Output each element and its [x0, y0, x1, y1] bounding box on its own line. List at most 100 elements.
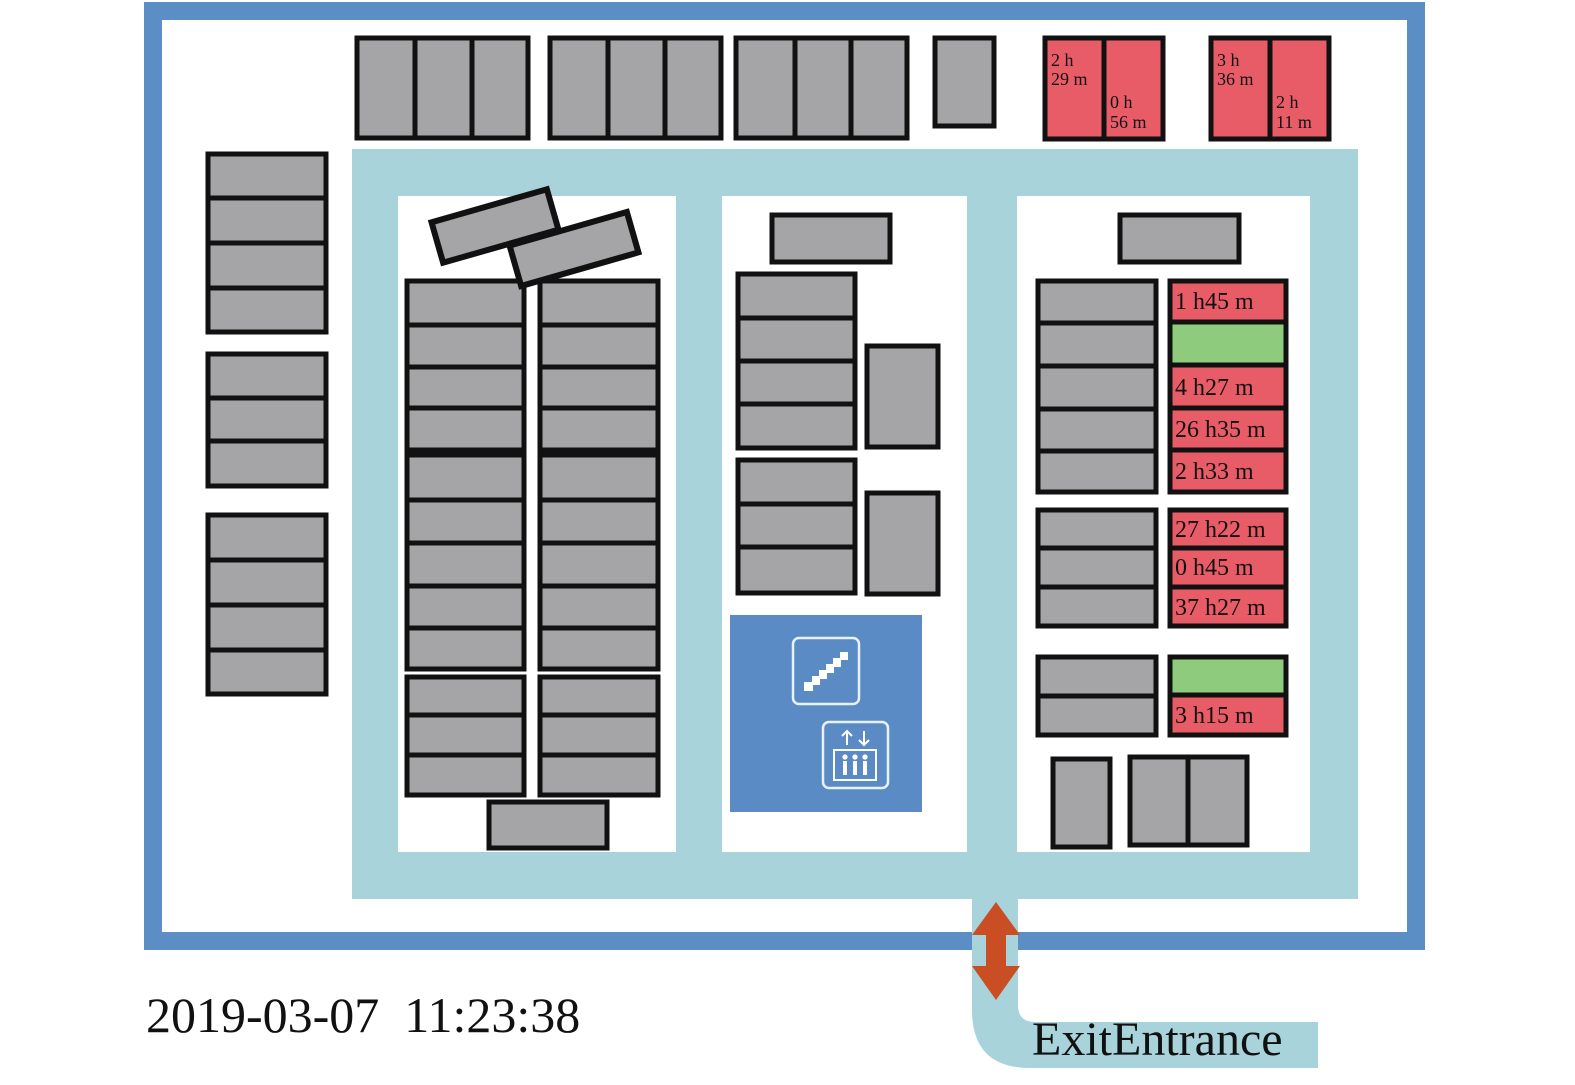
parking-stall: [205, 602, 329, 653]
parking-stall: [469, 35, 531, 141]
parking-stall: [537, 405, 661, 453]
parking-stall: [1167, 692, 1289, 738]
parking-stall: [505, 208, 643, 290]
parking-stall: [205, 151, 329, 201]
parking-stall: [205, 438, 329, 489]
aisle-mid-2: [967, 149, 1017, 899]
aisle-top: [352, 149, 1358, 196]
parking-stall: [427, 185, 563, 267]
parking-stall: [1035, 363, 1159, 412]
parking-stall: [1042, 35, 1107, 142]
parking-stall: [404, 752, 527, 798]
parking-stall: [733, 35, 798, 141]
parking-stall: [1035, 448, 1159, 495]
parking-stall: [605, 35, 668, 141]
parking-stall: [1185, 754, 1250, 848]
parking-stall: [205, 395, 329, 444]
parking-stall: [404, 278, 527, 328]
parking-stall: [735, 457, 858, 507]
parking-stall: [864, 490, 941, 597]
parking-stall: [404, 364, 527, 411]
parking-stall: [662, 35, 724, 141]
parking-stall: [537, 364, 661, 411]
aisle-network: [352, 149, 1358, 1068]
parking-stall: [735, 401, 858, 451]
parking-stall: [1167, 278, 1289, 325]
parking-stall: [537, 712, 661, 758]
stall-duration-label: 26 h35 m: [1175, 417, 1266, 443]
parking-stall: [404, 674, 527, 718]
parking-stall: [537, 625, 661, 672]
parking-stall: [537, 752, 661, 798]
parking-stall: [1035, 654, 1159, 699]
parking-stall: [1035, 584, 1159, 629]
parking-stall: [735, 501, 858, 550]
parking-stall: [792, 35, 854, 141]
parking-stall: [205, 285, 329, 335]
parking-stall: [205, 195, 329, 246]
parking-stall: [769, 212, 893, 265]
parking-stall: [205, 647, 329, 697]
parking-stall: [537, 583, 661, 631]
parking-stall: [1167, 447, 1289, 495]
stall-duration-label: 27 h22 m: [1175, 517, 1266, 543]
parking-stall: [1035, 406, 1159, 454]
stall-duration-label: 0 h45 m: [1175, 555, 1254, 581]
rotated-stalls: [427, 185, 643, 290]
parking-stall: [537, 322, 661, 370]
parking-stall: [735, 271, 858, 321]
aisle-bottom: [352, 852, 1358, 899]
aisle-left: [352, 149, 398, 899]
parking-stall: [1035, 693, 1159, 738]
stall-duration-label: 2 h33 m: [1175, 459, 1254, 485]
parking-stall: [1035, 320, 1159, 369]
stall-duration-label: 3 h15 m: [1175, 703, 1254, 729]
parking-stall: [735, 315, 858, 364]
parking-stall: [547, 35, 611, 141]
parking-stall: [1035, 507, 1159, 551]
parking-stall: [1127, 754, 1191, 848]
parking-stall: [404, 583, 527, 631]
parking-stall: [1050, 756, 1113, 850]
parking-stall: [537, 497, 661, 546]
parking-stall: [205, 351, 329, 401]
parking-stall: [848, 35, 910, 141]
parking-stall: [404, 540, 527, 589]
parking-stall: [537, 674, 661, 718]
parking-stall: [1167, 654, 1289, 698]
parking-stall: [864, 343, 941, 450]
parking-stall: [404, 322, 527, 370]
parking-stall: [205, 512, 329, 563]
parking-stall: [1167, 584, 1289, 629]
parking-stall: [486, 799, 610, 851]
stall-duration-label: 1 h45 m: [1175, 289, 1254, 315]
parking-stall: [205, 557, 329, 608]
elevator-icon: [821, 720, 890, 790]
parking-stall: [537, 540, 661, 589]
parking-stall: [537, 452, 661, 503]
aisle-mid-1: [676, 149, 722, 899]
parking-stall: [1208, 35, 1273, 142]
parking-stall: [1035, 545, 1159, 590]
stall-duration-label: 37 h27 m: [1175, 595, 1266, 621]
parking-stall: [735, 544, 858, 596]
parking-stall: [1117, 212, 1242, 265]
outer-boundary: [144, 2, 1425, 950]
timestamp: 2019-03-07 11:23:38: [146, 987, 581, 1043]
parking-stall: [404, 452, 527, 503]
parking-stall: [205, 240, 329, 291]
parking-stall: [1167, 319, 1289, 368]
free-stalls: [205, 35, 1250, 851]
parking-stall: [404, 405, 527, 453]
parking-stall: [1101, 35, 1166, 142]
parking-stall: [735, 358, 858, 407]
aisle-right: [1310, 149, 1358, 899]
parking-stall: [1267, 35, 1332, 142]
double-arrow-icon: [972, 902, 1020, 1000]
